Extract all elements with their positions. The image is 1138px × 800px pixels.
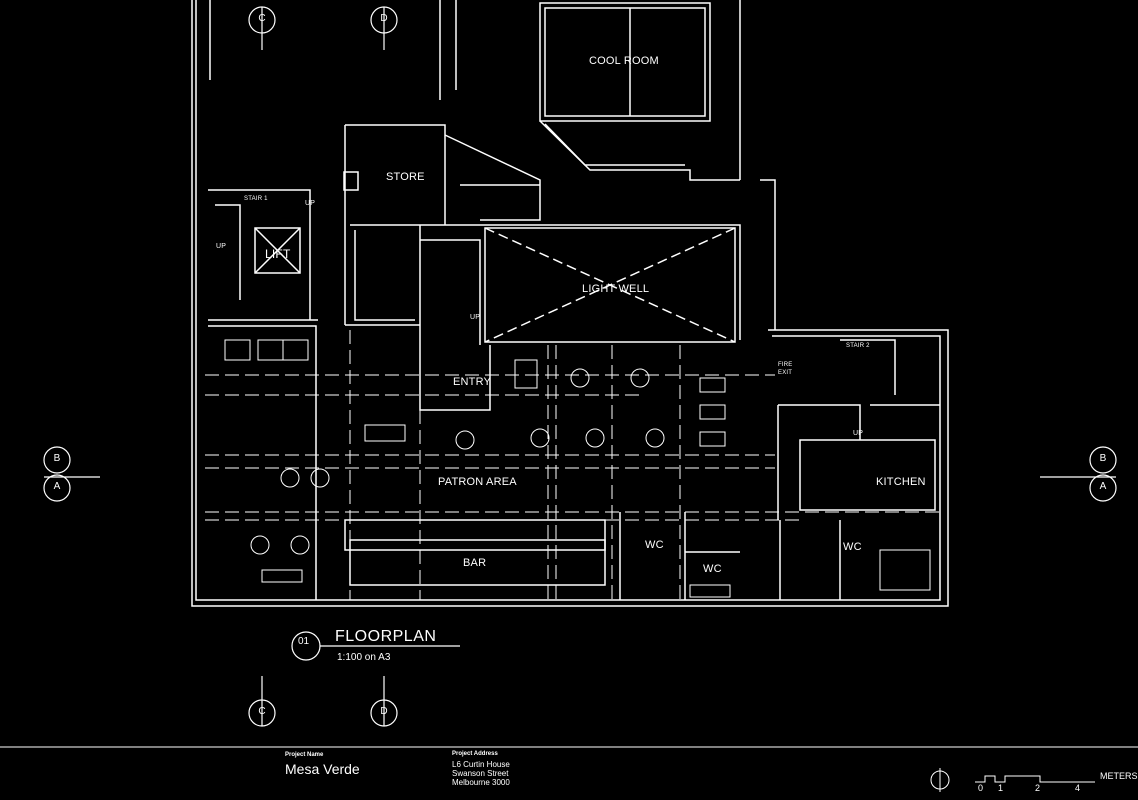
up-label-2: UP: [216, 243, 227, 250]
scale-bar-unit: METERS: [1100, 771, 1138, 781]
room-label-cool-room: COOL ROOM: [589, 55, 659, 67]
address-line-3: Melbourne 3000: [452, 778, 510, 787]
fire-exit-line-2: EXIT: [778, 370, 793, 376]
grid-marker-b-left: B: [53, 453, 61, 464]
grid-marker-c-top: C: [258, 13, 266, 24]
room-label-wc-1: WC: [645, 539, 664, 551]
fire-exit-line-1: FIRE: [778, 362, 793, 368]
grid-lines: [205, 330, 940, 600]
outer-walls: [191, 0, 949, 607]
project-address-label: Project Address: [452, 751, 498, 757]
title-block-frame: [0, 746, 1138, 792]
drawing-title: FLOORPLAN: [335, 628, 437, 645]
project-name-label: Project Name: [285, 752, 324, 758]
grid-marker-d-top: D: [380, 13, 388, 24]
furniture: [224, 339, 931, 598]
title-marker: [291, 631, 460, 661]
grid-marker-a-left: A: [53, 481, 61, 492]
scale-tick-1: 1: [998, 783, 1004, 793]
scale-tick-2: 2: [1035, 783, 1041, 793]
project-address: L6 Curtin House Swanson Street Melbourne…: [452, 760, 510, 787]
up-label-4: UP: [853, 430, 864, 437]
room-label-patron-area: PATRON AREA: [438, 476, 517, 488]
project-name: Mesa Verde: [285, 761, 360, 777]
interior-walls: [208, 124, 940, 600]
drawing-scale: 1:100 on A3: [337, 652, 391, 663]
scale-tick-4: 4: [1075, 783, 1081, 793]
up-label-3: UP: [470, 314, 481, 321]
room-label-stair-2: STAIR 2: [846, 343, 870, 349]
drawing-number: 01: [298, 636, 310, 647]
scale-tick-0: 0: [978, 783, 984, 793]
cool-room-walls: [539, 0, 741, 181]
room-label-bar: BAR: [463, 557, 487, 569]
address-line-1: L6 Curtin House: [452, 760, 510, 769]
room-label-light-well: LIGHT WELL: [582, 283, 650, 295]
grid-marker-b-right: B: [1099, 453, 1107, 464]
up-label-1: UP: [305, 200, 316, 207]
grid-marker-d-bottom: D: [380, 706, 388, 717]
room-label-kitchen: KITCHEN: [876, 476, 926, 488]
room-label-wc-2: WC: [703, 563, 722, 575]
grid-marker-a-right: A: [1099, 481, 1107, 492]
room-label-entry: ENTRY: [453, 376, 492, 388]
room-label-stair-1: STAIR 1: [244, 196, 268, 202]
room-label-lift: LIFT: [265, 247, 291, 261]
grid-marker-c-bottom: C: [258, 706, 266, 717]
address-line-2: Swanson Street: [452, 769, 509, 778]
room-label-wc-3: WC: [843, 541, 862, 553]
grid-bubbles: [43, 6, 1117, 727]
room-label-store: STORE: [386, 171, 425, 183]
